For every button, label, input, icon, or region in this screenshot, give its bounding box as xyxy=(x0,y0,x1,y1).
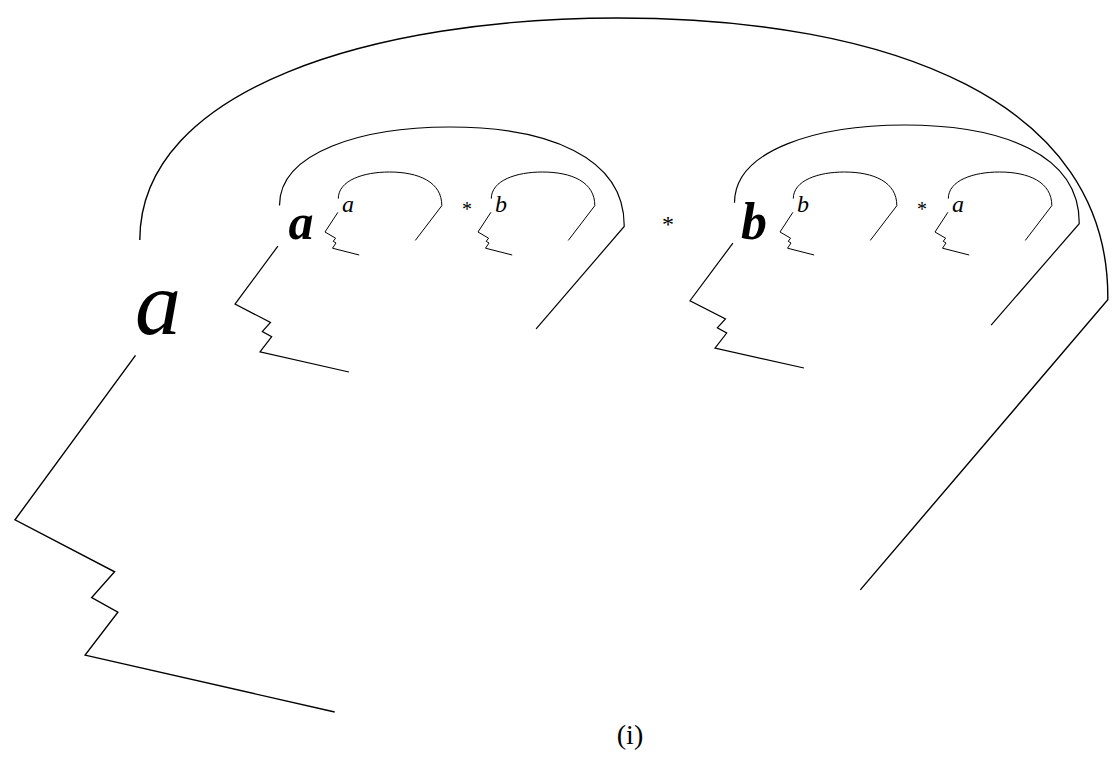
head-line xyxy=(235,246,349,372)
head-line xyxy=(325,212,359,255)
head-letter: a xyxy=(342,192,354,216)
head-line xyxy=(280,127,625,329)
head-outline-node: aab xyxy=(235,127,625,372)
head-line xyxy=(780,212,814,255)
head-letter: b xyxy=(495,192,507,216)
head-line xyxy=(735,125,1080,325)
head-outline-node: a xyxy=(325,172,442,255)
head-line xyxy=(140,18,1108,590)
star-operator: * xyxy=(462,199,472,219)
head-line xyxy=(478,212,512,255)
head-outline-node: a a a b b b a xyxy=(15,18,1110,712)
head-outline-node: bba xyxy=(690,125,1080,368)
head-line xyxy=(948,172,1052,240)
head-outline xyxy=(15,18,1110,712)
star-operator: * xyxy=(662,212,674,236)
head-outline-node: b xyxy=(780,172,897,255)
head-line xyxy=(338,172,442,240)
head-line xyxy=(793,172,897,240)
head-letter: a xyxy=(135,257,181,349)
star-operator: * xyxy=(917,199,927,219)
head-letter: b xyxy=(797,192,809,216)
head-letter: b xyxy=(741,196,767,248)
head-letter: a xyxy=(952,192,964,216)
head-line xyxy=(690,243,804,368)
head-line xyxy=(15,355,335,712)
head-outline-node: a xyxy=(935,172,1052,255)
head-line xyxy=(935,212,969,255)
figure-caption: (i) xyxy=(617,721,643,749)
head-outline-node: b xyxy=(478,172,595,255)
head-outline xyxy=(235,127,625,372)
head-line xyxy=(491,172,595,240)
head-letter: a xyxy=(289,197,314,247)
